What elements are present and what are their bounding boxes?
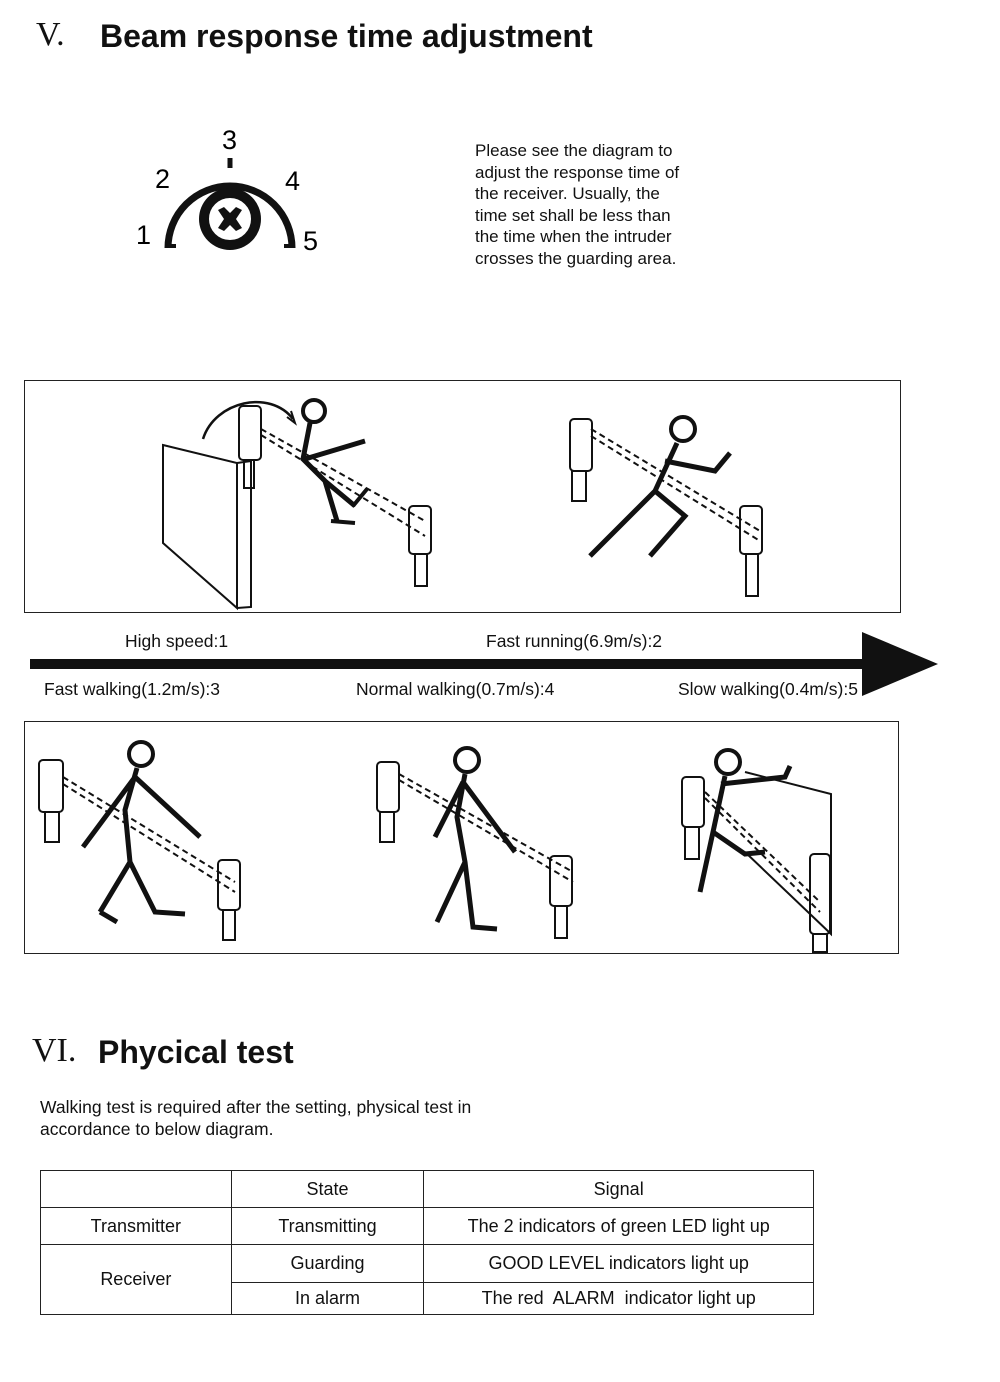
upper-illustration-panel [24,380,901,613]
cell-transmitter-device: Transmitter [40,1207,232,1245]
cell-transmitter-state: Transmitting [230,1207,425,1245]
cell-guarding-signal: GOOD LEVEL indicators light up [423,1244,814,1283]
cell-receiver-device: Receiver [40,1244,232,1315]
section-5-numeral: V. [36,16,65,53]
speed-label-fast-running: Fast running(6.9m/s):2 [486,631,663,651]
adjust-knob-icon [199,188,261,250]
dial-arc [164,182,296,249]
cell-alarm-state: In alarm [230,1282,425,1315]
table-row-receiver-alarm: In alarm The red ALARM indicator light u… [41,1282,814,1315]
section-5-title: Beam response time adjustment [100,18,593,54]
table-row-transmitter: Transmitter Transmitting The 2 indicator… [40,1207,814,1245]
response-time-dial: 1 2 3 4 5 [136,125,318,256]
dial-label-4: 4 [285,166,300,196]
cell-transmitter-signal: The 2 indicators of green LED light up [423,1207,814,1245]
dial-label-3: 3 [222,125,237,155]
speed-label-normal-walking: Normal walking(0.7m/s):4 [356,679,555,699]
response-time-note: Please see the diagram to adjust the res… [475,141,680,268]
header-cell-state: State [230,1170,425,1208]
table-row-receiver-guarding: Receiver Guarding GOOD LEVEL indicators … [40,1244,814,1315]
high-speed-and-running-illustration [162,398,763,611]
table-header-row: State Signal [40,1170,814,1208]
cell-alarm-signal: The red ALARM indicator light up [423,1282,814,1315]
speed-label-slow-walking: Slow walking(0.4m/s):5 [678,679,858,699]
section-6-numeral: VI. [32,1032,77,1069]
speed-label-high: High speed:1 [125,631,229,651]
speed-arrow [30,632,938,696]
dial-label-5: 5 [303,226,318,256]
dial-label-1: 1 [136,220,151,250]
walking-and-climbing-illustration [38,740,832,953]
cell-guarding-state: Guarding [230,1244,425,1283]
header-cell-device [40,1170,232,1208]
header-cell-signal: Signal [423,1170,814,1208]
signal-table: State Signal Transmitter Transmitting Th… [40,1170,814,1315]
section-6-title: Phycical test [98,1034,294,1070]
section-6-intro: Walking test is required after the setti… [40,1097,472,1139]
lower-illustration-panel [24,721,899,954]
speed-label-fast-walking: Fast walking(1.2m/s):3 [44,679,221,699]
dial-label-2: 2 [155,164,170,194]
